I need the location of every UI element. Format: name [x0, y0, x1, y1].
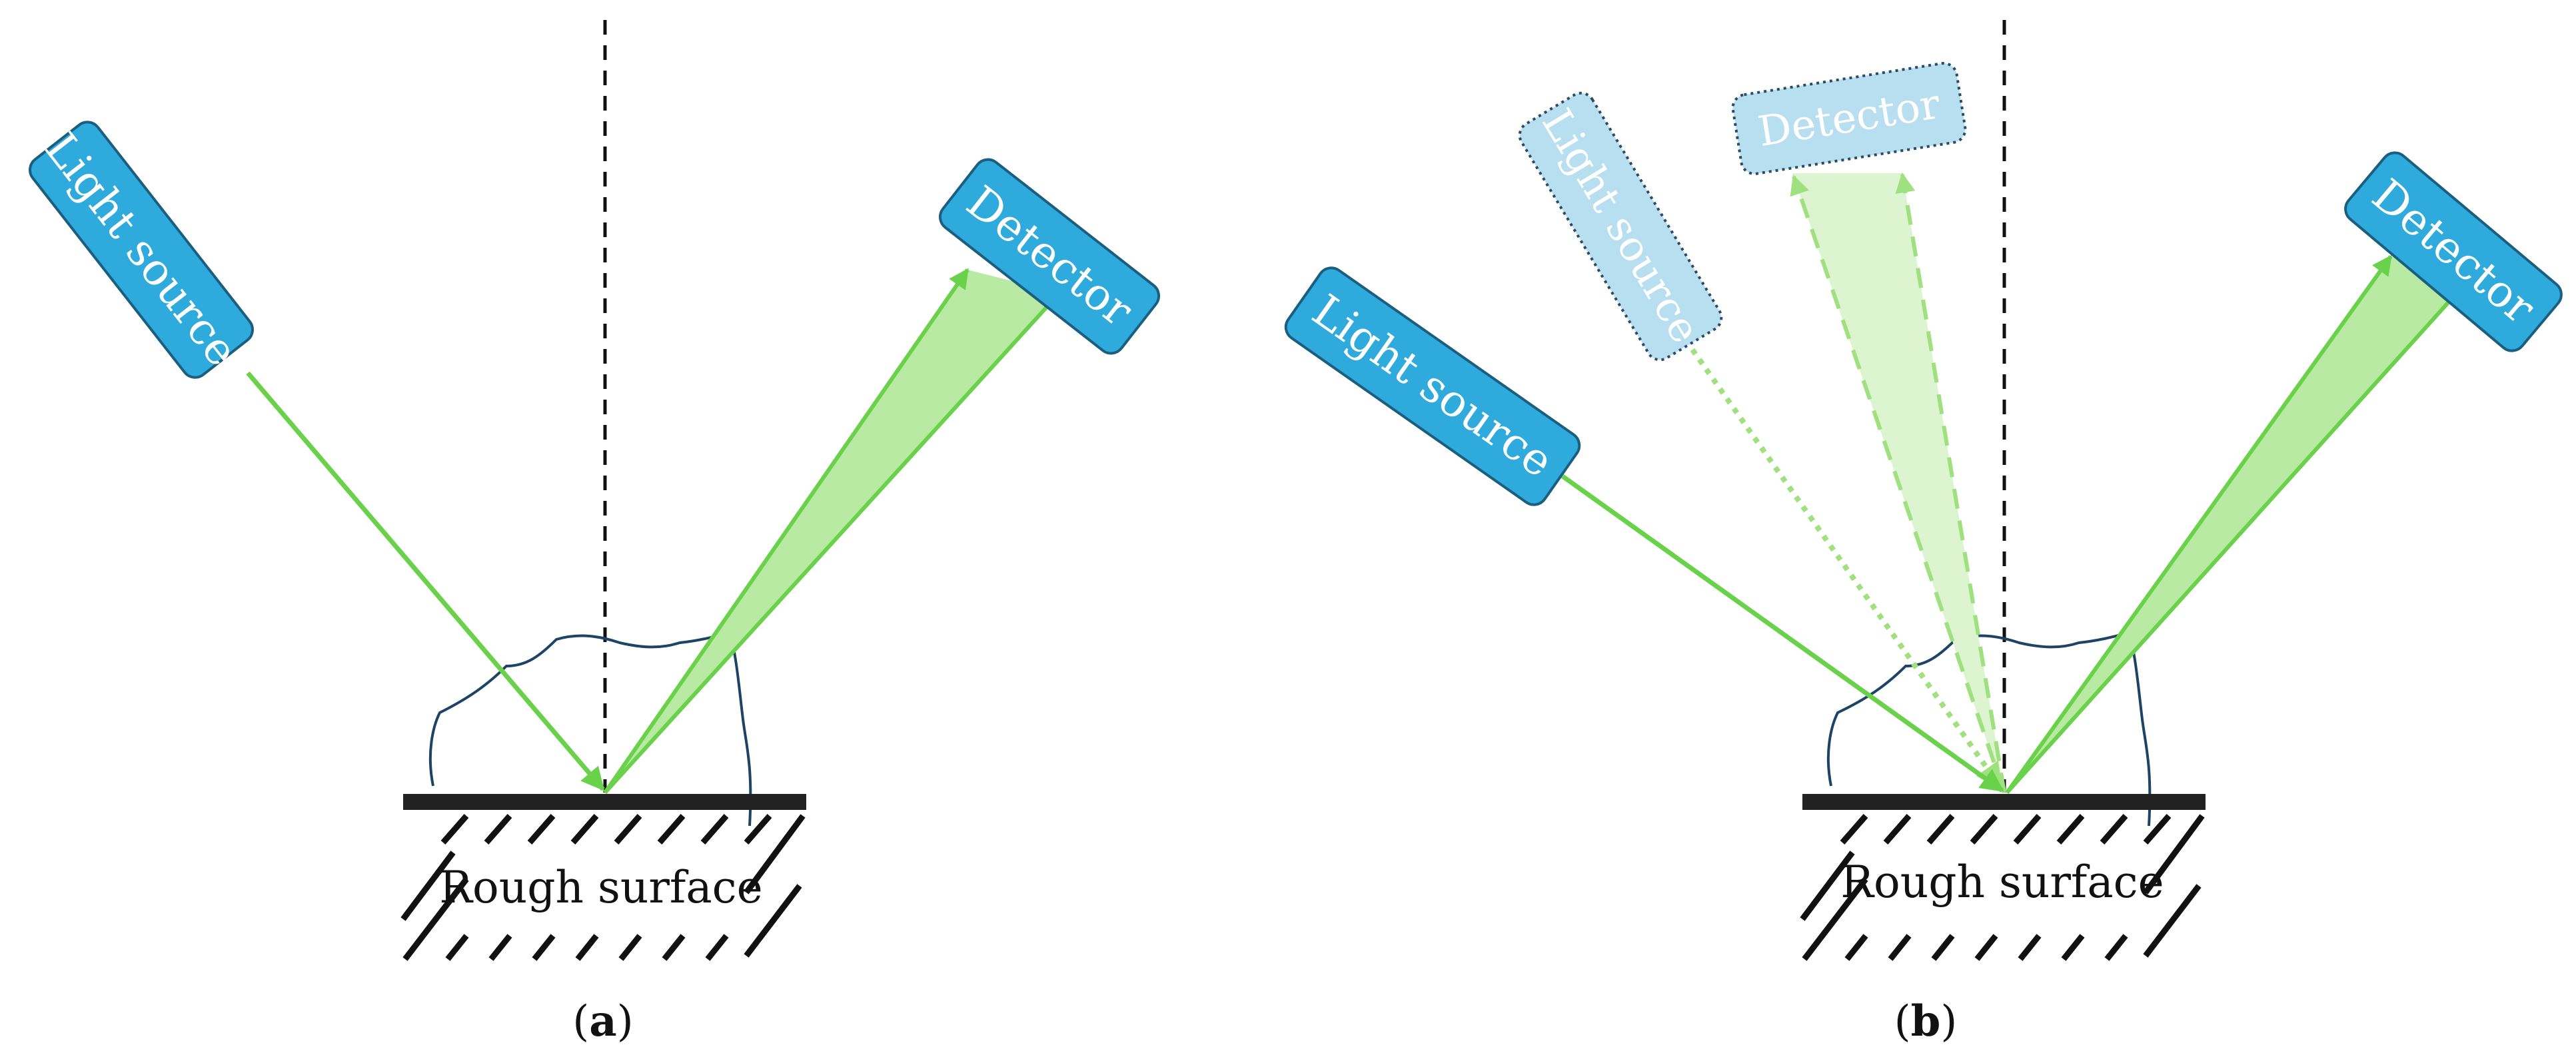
panel-b-surface-bar: [1802, 794, 2206, 810]
panel-a-incident-ray: [246, 371, 605, 791]
panel-a-caption: (a): [572, 996, 633, 1046]
panel-b-incident-ray: [1561, 474, 2004, 793]
panel-a-rough-outline: [428, 631, 752, 827]
panel-a-reflection-cone: [605, 270, 1059, 793]
panel-b-light-source: Light source: [1284, 266, 1581, 506]
panel-b-faint-incident-ray: [1690, 348, 2004, 791]
panel-a-reflected-ray-2: [603, 291, 1061, 795]
panel-b: Rough surface Light source Detector Ligh…: [1284, 20, 2563, 1046]
panel-b-light-source-faint-label: Light source: [1533, 101, 1710, 352]
panel-b-faint-reflected-ray-1: [1790, 175, 2006, 793]
panel-b-light-source-label: Light source: [1303, 284, 1563, 487]
panel-a-hatching: [400, 814, 806, 961]
panel-b-caption: (b): [1894, 996, 1958, 1046]
panel-a-surface-label: Rough surface: [439, 862, 762, 913]
panel-b-rough-outline: [1826, 631, 2152, 827]
panel-a: Rough surface Light source Detector (a): [29, 20, 1161, 1046]
panel-a-surface-bar: [403, 794, 806, 810]
panel-b-surface-label: Rough surface: [1840, 857, 2164, 908]
panel-b-hatching: [1800, 814, 2205, 961]
panel-a-light-source: Light source: [29, 121, 254, 379]
panel-b-detector-faint: Detector: [1731, 62, 1967, 175]
panel-b-faint-reflected-ray-2: [1895, 173, 2006, 793]
panel-b-reflection-cone: [2007, 256, 2469, 793]
panel-b-light-source-faint: Light source: [1518, 91, 1723, 362]
panel-a-reflected-ray-1: [603, 268, 969, 794]
panel-b-reflected-ray-1: [2005, 254, 2393, 794]
panel-b-reflected-ray-2: [2005, 278, 2471, 795]
panel-a-light-source-label: Light source: [35, 123, 248, 376]
